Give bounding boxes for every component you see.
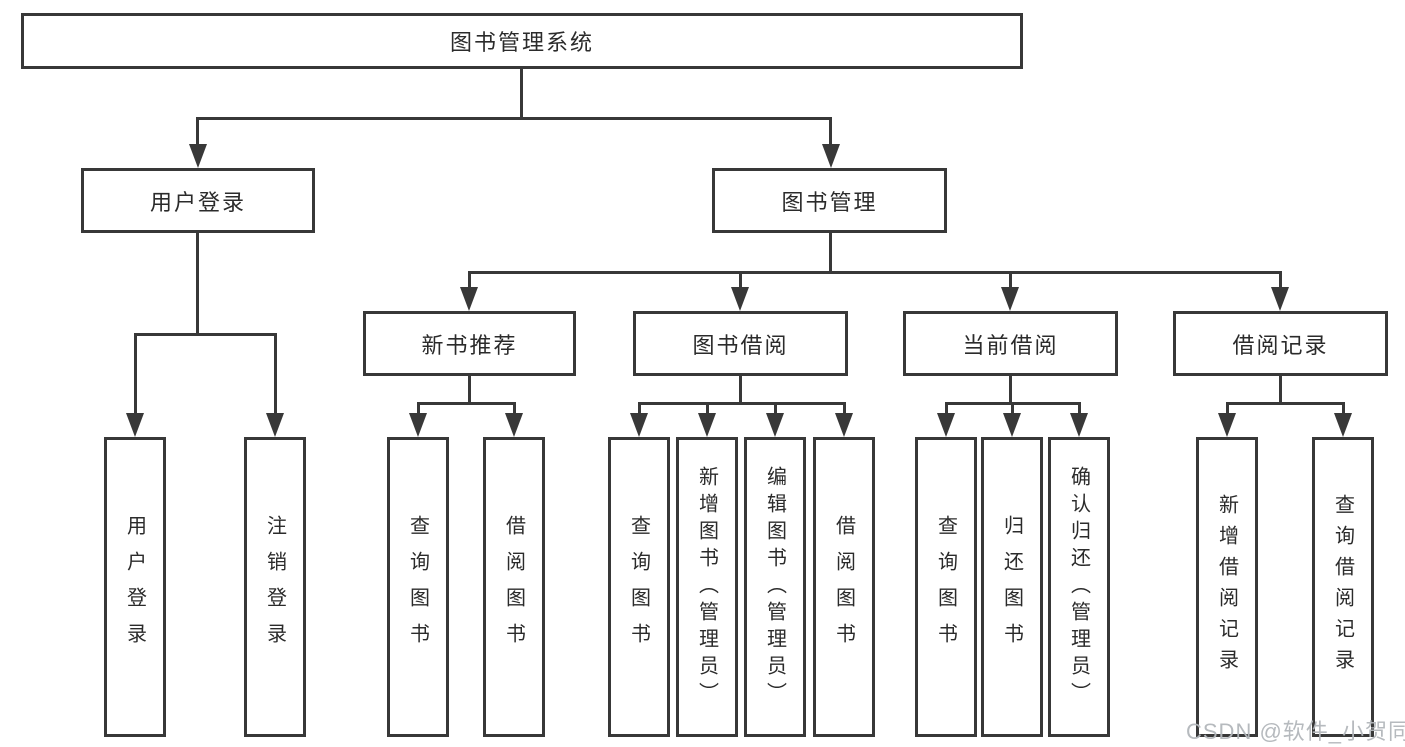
leaf-query-books-current: 查询图书 — [915, 437, 977, 737]
node-book-borrowing: 图书借阅 — [633, 311, 848, 376]
connector-cur-down — [1009, 376, 1012, 405]
leaf-label: 用户登录 — [123, 515, 146, 659]
node-book-management: 图书管理 — [712, 168, 947, 233]
connector-stem-book-management — [829, 117, 832, 146]
leaf-label: 查询图书 — [406, 515, 429, 659]
leaf-add-borrow-record: 新增借阅记录 — [1196, 437, 1258, 737]
leaf-label: 查询借阅记录 — [1331, 494, 1354, 680]
leaf-query-books-recommend: 查询图书 — [387, 437, 449, 737]
connector-stem — [945, 402, 948, 415]
leaf-label: 新增图书（管理员） — [695, 465, 718, 709]
leaf-return-books: 归还图书 — [981, 437, 1043, 737]
arrowhead-to-leaf-logout — [266, 413, 284, 437]
node-user-login: 用户登录 — [81, 168, 315, 233]
arrowhead-to-leaf — [409, 413, 427, 437]
connector-rec-split — [417, 402, 516, 405]
leaf-logout: 注销登录 — [244, 437, 306, 737]
node-borrowing-records: 借阅记录 — [1173, 311, 1388, 376]
leaf-label: 查询图书 — [627, 515, 650, 659]
connector-stem — [1011, 402, 1014, 415]
connector-stem — [417, 402, 420, 415]
connector-root-split — [196, 117, 832, 120]
node-label: 当前借阅 — [962, 332, 1059, 358]
arrowhead-to-leaf — [937, 413, 955, 437]
node-current-borrowing: 当前借阅 — [903, 311, 1118, 376]
arrowhead-to-leaf — [505, 413, 523, 437]
connector-stem — [1078, 402, 1081, 415]
arrowhead-to-borrowing — [731, 287, 749, 311]
connector-stem — [843, 402, 846, 415]
connector-stem — [638, 402, 641, 415]
node-label: 借阅记录 — [1232, 332, 1329, 358]
connector-stem — [513, 402, 516, 415]
leaf-query-books-borrowing: 查询图书 — [608, 437, 670, 737]
leaf-label: 新增借阅记录 — [1215, 494, 1238, 680]
connector-stem — [774, 402, 777, 415]
connector-root-down — [520, 69, 523, 120]
connector-stem-records — [1279, 271, 1282, 289]
leaf-label: 编辑图书（管理员） — [763, 465, 786, 709]
arrowhead-to-leaf — [835, 413, 853, 437]
leaf-edit-books-admin: 编辑图书（管理员） — [744, 437, 806, 737]
node-label: 图书管理系统 — [449, 30, 594, 55]
connector-stem-leaf-login — [134, 333, 137, 415]
connector-stem — [706, 402, 709, 415]
connector-bm-down — [829, 233, 832, 273]
connector-stem-current — [1009, 271, 1012, 289]
connector-bor-split — [638, 402, 846, 405]
node-root-library-system: 图书管理系统 — [21, 13, 1023, 69]
arrowhead-to-records — [1271, 287, 1289, 311]
arrowhead-to-user-login — [189, 144, 207, 168]
leaf-label: 确认归还（管理员） — [1067, 465, 1090, 709]
arrowhead-to-leaf-login — [126, 413, 144, 437]
arrowhead-to-leaf — [1070, 413, 1088, 437]
connector-stem-recommend — [468, 271, 471, 289]
leaf-borrow-books: 借阅图书 — [813, 437, 875, 737]
connector-stem — [1226, 402, 1229, 415]
node-label: 图书管理 — [781, 189, 878, 215]
node-label: 图书借阅 — [692, 332, 789, 358]
connector-rec-down — [468, 376, 471, 405]
connector-bm-split — [468, 271, 1282, 274]
leaf-query-borrow-record: 查询借阅记录 — [1312, 437, 1374, 737]
arrowhead-to-leaf — [1334, 413, 1352, 437]
leaf-label: 注销登录 — [263, 515, 286, 659]
leaf-label: 查询图书 — [934, 515, 957, 659]
connector-recd-down — [1279, 376, 1282, 405]
leaf-user-login: 用户登录 — [104, 437, 166, 737]
leaf-confirm-return-admin: 确认归还（管理员） — [1048, 437, 1110, 737]
arrowhead-to-leaf — [1218, 413, 1236, 437]
node-new-book-recommendation: 新书推荐 — [363, 311, 576, 376]
leaf-label: 借阅图书 — [832, 515, 855, 659]
node-label: 新书推荐 — [421, 332, 518, 358]
leaf-add-books-admin: 新增图书（管理员） — [676, 437, 738, 737]
arrowhead-to-recommend — [460, 287, 478, 311]
leaf-label: 借阅图书 — [502, 515, 525, 659]
connector-stem-leaf-logout — [274, 333, 277, 415]
arrowhead-to-book-management — [822, 144, 840, 168]
connector-ul-split — [134, 333, 277, 336]
arrowhead-to-leaf — [630, 413, 648, 437]
connector-stem-borrowing — [739, 271, 742, 289]
node-label: 用户登录 — [149, 189, 246, 215]
csdn-watermark: CSDN @软件_小贺同学 — [1186, 719, 1405, 744]
leaf-borrow-books-recommend: 借阅图书 — [483, 437, 545, 737]
leaf-label: 归还图书 — [1000, 515, 1023, 659]
arrowhead-to-leaf — [698, 413, 716, 437]
connector-stem-user-login — [196, 117, 199, 146]
arrowhead-to-leaf — [766, 413, 784, 437]
connector-recd-split — [1226, 402, 1345, 405]
arrowhead-to-leaf — [1003, 413, 1021, 437]
connector-stem — [1342, 402, 1345, 415]
arrowhead-to-current — [1001, 287, 1019, 311]
connector-ul-down — [196, 233, 199, 336]
connector-bor-down — [739, 376, 742, 405]
